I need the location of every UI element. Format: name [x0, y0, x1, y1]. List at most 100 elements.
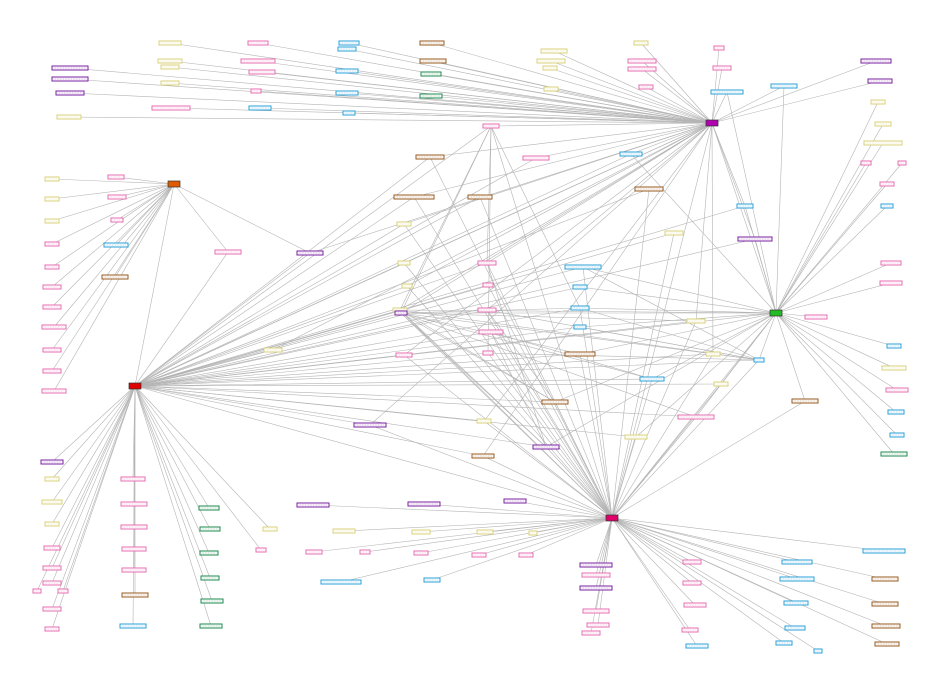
graph-node[interactable]: [160, 64, 180, 70]
graph-node[interactable]: [394, 310, 408, 316]
graph-node[interactable]: [120, 524, 148, 530]
graph-node[interactable]: [619, 151, 643, 157]
graph-node[interactable]: [713, 45, 725, 51]
graph-node[interactable]: [250, 88, 262, 94]
graph-node[interactable]: [332, 528, 356, 534]
graph-node[interactable]: [41, 499, 63, 505]
graph-node[interactable]: [476, 418, 492, 424]
graph-node[interactable]: [42, 606, 62, 612]
graph-node[interactable]: [198, 505, 220, 511]
graph-node[interactable]: [581, 572, 611, 578]
graph-node[interactable]: [420, 71, 442, 77]
graph-node[interactable]: [32, 588, 42, 594]
graph-node[interactable]: [880, 451, 908, 457]
graph-node[interactable]: [573, 324, 587, 330]
graph-node[interactable]: [682, 559, 702, 565]
graph-node[interactable]: [44, 264, 60, 270]
graph-node[interactable]: [335, 68, 359, 74]
graph-node[interactable]: [664, 230, 684, 236]
graph-node[interactable]: [335, 90, 359, 96]
graph-node[interactable]: [41, 388, 67, 394]
graph-node[interactable]: [42, 368, 62, 374]
graph-node[interactable]: [791, 398, 819, 404]
graph-node[interactable]: [415, 154, 445, 160]
graph-node[interactable]: [862, 548, 906, 554]
graph-node[interactable]: [121, 546, 147, 552]
graph-node[interactable]: [737, 236, 773, 242]
graph-node[interactable]: [44, 176, 60, 182]
graph-node[interactable]: [477, 260, 497, 266]
hub-magenta[interactable]: [605, 514, 619, 522]
graph-node[interactable]: [56, 114, 82, 120]
graph-node[interactable]: [638, 84, 654, 90]
graph-node[interactable]: [40, 459, 64, 465]
graph-node[interactable]: [781, 559, 813, 565]
graph-node[interactable]: [775, 640, 793, 646]
graph-node[interactable]: [411, 529, 431, 535]
graph-node[interactable]: [199, 623, 223, 629]
graph-node[interactable]: [121, 567, 147, 573]
graph-node[interactable]: [407, 501, 441, 507]
graph-node[interactable]: [897, 160, 907, 166]
graph-node[interactable]: [401, 283, 413, 289]
graph-node[interactable]: [44, 626, 60, 632]
graph-node[interactable]: [532, 444, 560, 450]
graph-node[interactable]: [44, 218, 60, 224]
graph-node[interactable]: [476, 529, 494, 535]
graph-node[interactable]: [471, 453, 495, 459]
graph-node[interactable]: [685, 643, 709, 649]
graph-node[interactable]: [157, 58, 183, 64]
graph-node[interactable]: [393, 194, 435, 200]
graph-node[interactable]: [423, 577, 441, 583]
graph-node[interactable]: [784, 625, 806, 631]
graph-node[interactable]: [518, 552, 534, 558]
graph-node[interactable]: [214, 249, 242, 255]
graph-node[interactable]: [101, 274, 129, 280]
graph-node[interactable]: [248, 69, 276, 75]
graph-node[interactable]: [482, 123, 500, 129]
graph-node[interactable]: [579, 562, 613, 568]
graph-node[interactable]: [783, 600, 809, 606]
graph-node[interactable]: [863, 140, 903, 146]
graph-node[interactable]: [397, 260, 411, 266]
graph-node[interactable]: [305, 549, 323, 555]
graph-node[interactable]: [874, 121, 892, 127]
graph-node[interactable]: [881, 365, 907, 371]
graph-node[interactable]: [247, 40, 269, 46]
graph-node[interactable]: [579, 585, 613, 591]
graph-node[interactable]: [713, 381, 729, 387]
graph-node[interactable]: [686, 318, 706, 324]
graph-node[interactable]: [199, 526, 221, 532]
graph-node[interactable]: [200, 575, 220, 581]
graph-node[interactable]: [753, 357, 765, 363]
graph-node[interactable]: [42, 565, 62, 571]
graph-node[interactable]: [342, 110, 356, 116]
graph-node[interactable]: [860, 58, 892, 64]
graph-node[interactable]: [200, 598, 224, 604]
graph-node[interactable]: [889, 432, 905, 438]
graph-node[interactable]: [536, 58, 566, 64]
graph-node[interactable]: [110, 217, 124, 223]
graph-node[interactable]: [880, 260, 902, 266]
graph-node[interactable]: [867, 78, 893, 84]
hub-orange[interactable]: [167, 180, 181, 188]
graph-node[interactable]: [779, 576, 815, 582]
graph-node[interactable]: [120, 501, 148, 507]
graph-node[interactable]: [543, 86, 559, 92]
graph-node[interactable]: [813, 648, 823, 654]
graph-node[interactable]: [886, 343, 902, 349]
graph-node[interactable]: [874, 641, 900, 647]
graph-node[interactable]: [633, 40, 649, 46]
hub-purple[interactable]: [705, 119, 719, 127]
graph-node[interactable]: [681, 627, 699, 633]
graph-node[interactable]: [478, 329, 504, 335]
graph-node[interactable]: [43, 545, 61, 551]
graph-node[interactable]: [564, 351, 596, 357]
graph-node[interactable]: [199, 550, 219, 556]
graph-node[interactable]: [885, 387, 909, 393]
graph-node[interactable]: [879, 181, 895, 187]
graph-node[interactable]: [482, 350, 494, 356]
graph-node[interactable]: [44, 521, 60, 527]
graph-node[interactable]: [419, 93, 443, 99]
graph-node[interactable]: [586, 622, 610, 628]
